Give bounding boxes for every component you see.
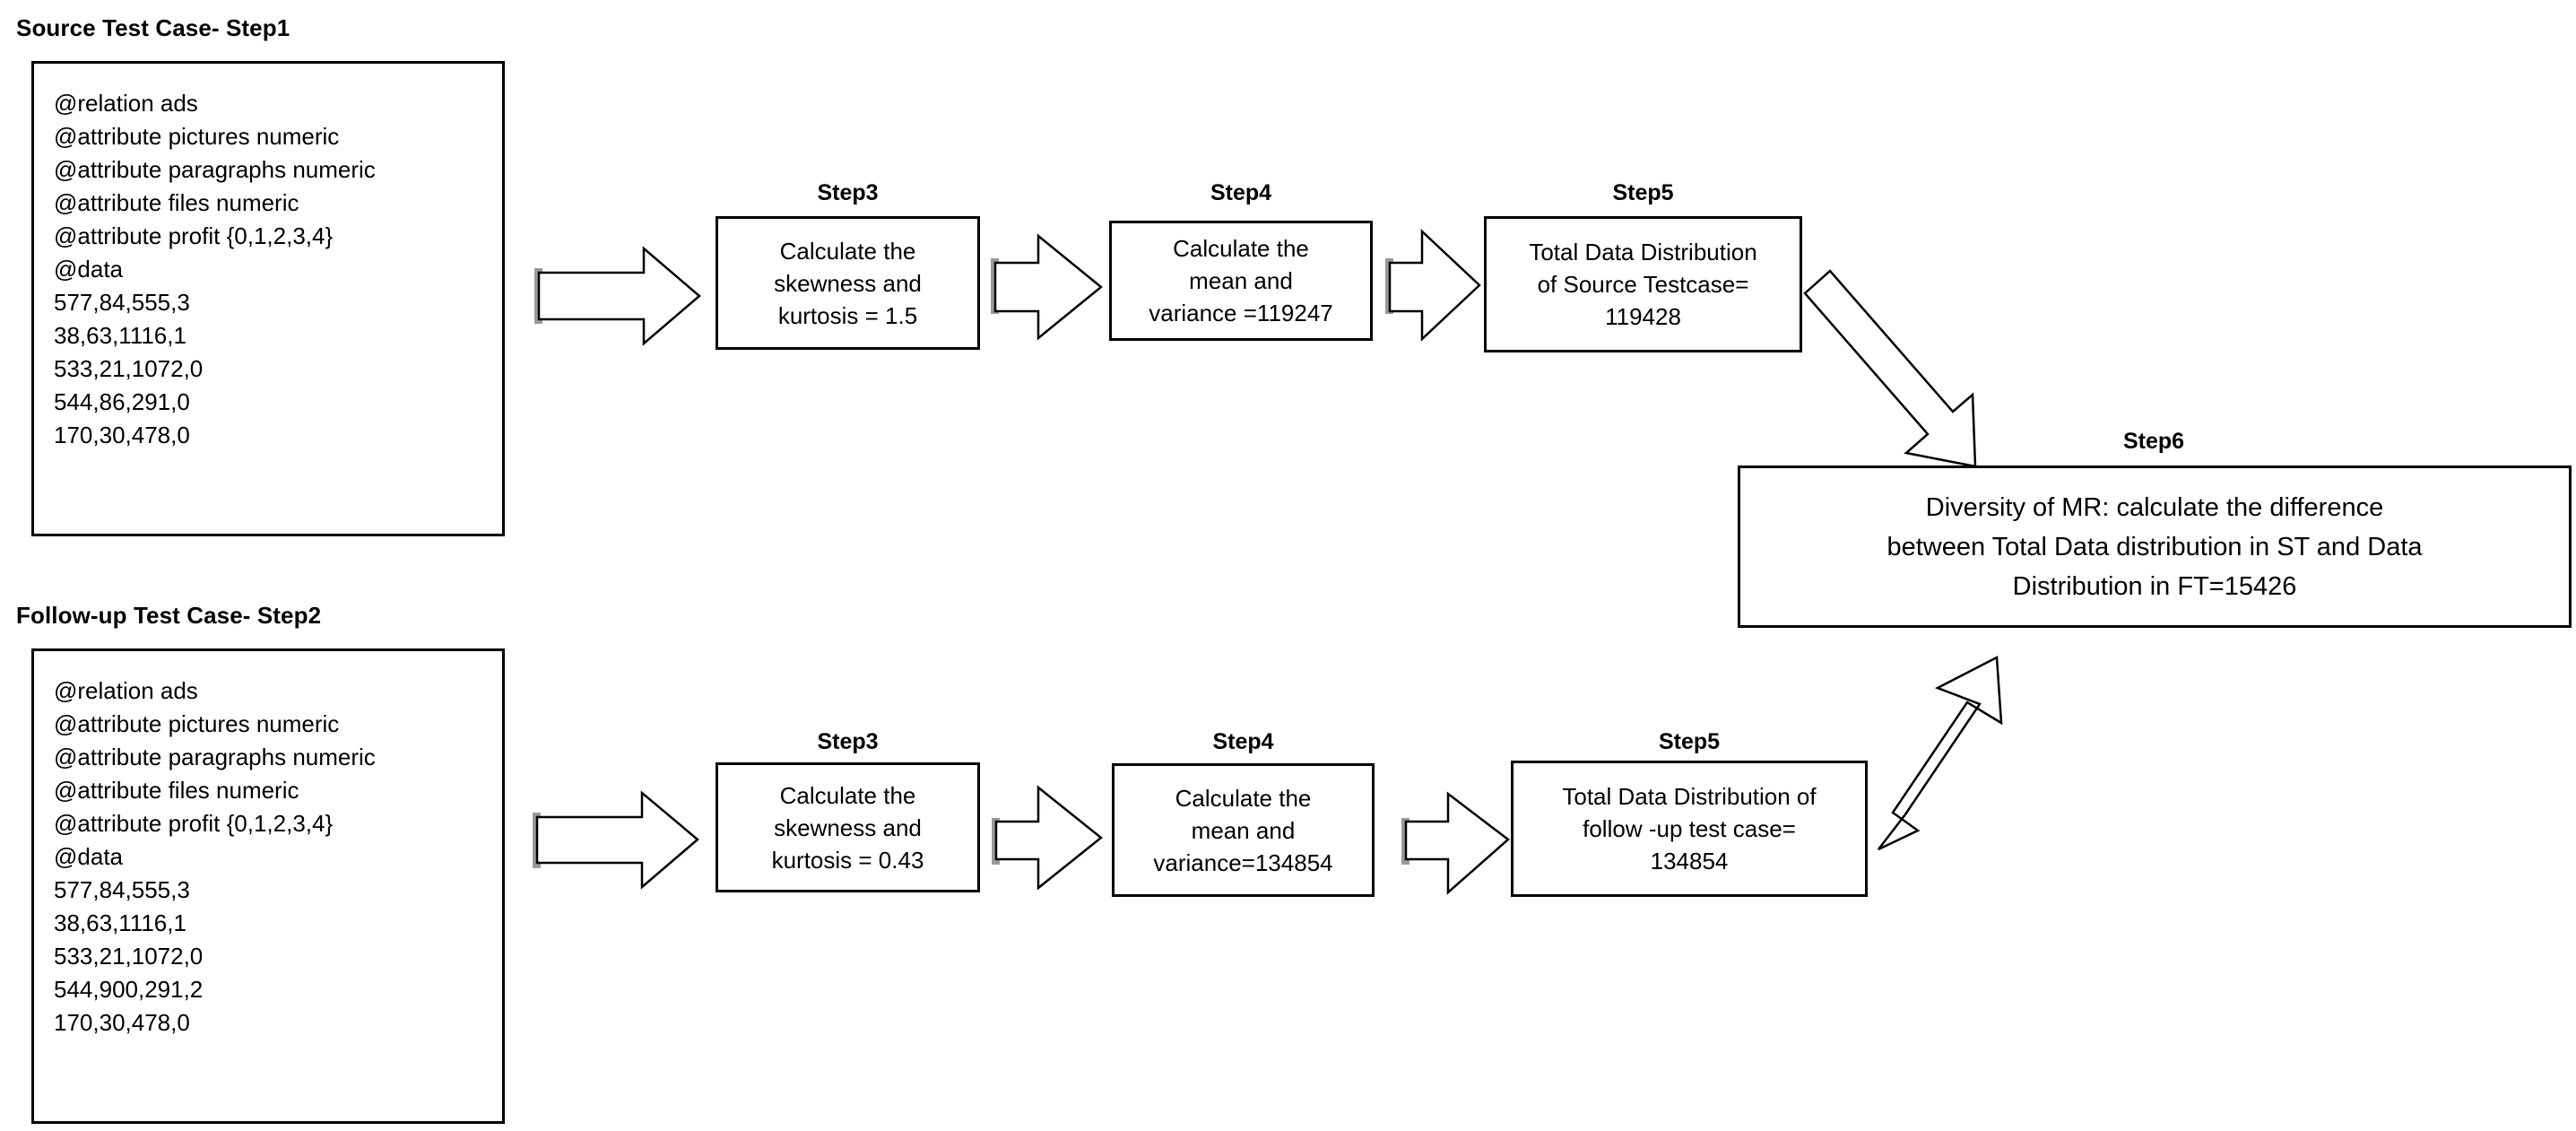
source-test-case-caption: Source Test Case- Step1 xyxy=(16,14,291,41)
step-body-line: variance =119247 xyxy=(1149,300,1333,326)
arff-line: @data xyxy=(54,256,123,283)
step-body-line: of Source Testcase= xyxy=(1537,271,1749,298)
step6-box: Diversity of MR: calculate the differenc… xyxy=(1738,465,2572,628)
step-body-line: Calculate the xyxy=(1173,235,1309,262)
arff-line: @attribute paragraphs numeric xyxy=(54,156,376,183)
top-step3-label: Step3 xyxy=(817,180,879,205)
step-body-line: mean and xyxy=(1191,816,1296,844)
step-body-line: Calculate the xyxy=(1175,784,1312,812)
step-body-line: skewness and xyxy=(774,813,922,841)
arff-line: @attribute profit {0,1,2,3,4} xyxy=(54,810,334,837)
arff-line: @attribute files numeric xyxy=(54,189,299,216)
top-step4-box: Calculate the mean and variance =119247 xyxy=(1109,221,1373,341)
arff-line: 38,63,1116,1 xyxy=(54,322,186,349)
step-body-line: kurtosis = 1.5 xyxy=(777,301,918,329)
arff-line: 533,21,1072,0 xyxy=(54,355,204,382)
bottom-step4-label: Step4 xyxy=(1212,729,1274,754)
step-body-line: Total Data Distribution of xyxy=(1562,783,1817,810)
followup-test-case-box: @relation ads @attribute pictures numeri… xyxy=(31,648,505,1124)
arrow-source-to-top-step3 xyxy=(534,246,701,346)
arff-line: @attribute paragraphs numeric xyxy=(54,744,376,770)
arff-line: @data xyxy=(54,843,123,870)
arff-line: @relation ads xyxy=(54,677,198,704)
bottom-step5-label: Step5 xyxy=(1658,729,1721,754)
arff-line: 38,63,1116,1 xyxy=(54,909,186,936)
step6-label: Step6 xyxy=(2122,429,2185,454)
arrow-followup-to-bottom-step3 xyxy=(533,790,699,890)
arff-line: @attribute pictures numeric xyxy=(54,710,340,737)
arff-line: @attribute profit {0,1,2,3,4} xyxy=(54,222,334,249)
arrow-top-step3-to-step4 xyxy=(991,233,1103,341)
arff-line: @relation ads xyxy=(54,90,198,117)
arff-line: 577,84,555,3 xyxy=(54,876,190,903)
step-body-line: variance=134854 xyxy=(1153,848,1333,876)
bottom-step3-box: Calculate the skewness and kurtosis = 0.… xyxy=(716,762,980,892)
step-body-line: follow -up test case= xyxy=(1583,815,1796,842)
arrow-bottom-step3-to-step4 xyxy=(992,785,1104,891)
step-body-line: Calculate the xyxy=(779,237,916,265)
top-step4-label: Step4 xyxy=(1210,180,1272,205)
step-body-line: mean and xyxy=(1189,267,1293,294)
step-body-line: 119428 xyxy=(1605,303,1681,330)
arrow-bottom-step4-to-step5 xyxy=(1401,791,1510,895)
step-body-line: between Total Data distribution in ST an… xyxy=(1886,532,2423,561)
step-body-line: Distribution in FT=15426 xyxy=(2012,571,2297,601)
arff-line: @attribute pictures numeric xyxy=(54,123,340,150)
arrow-top-step4-to-step5 xyxy=(1385,229,1481,342)
step-body-line: kurtosis = 0.43 xyxy=(771,846,924,874)
arff-line: 544,900,291,2 xyxy=(54,976,204,1003)
step-body-line: 134854 xyxy=(1650,848,1729,874)
arrow-bottom-step5-to-step6 xyxy=(1878,656,2003,851)
top-step5-label: Step5 xyxy=(1612,180,1674,205)
bottom-step4-box: Calculate the mean and variance=134854 xyxy=(1112,763,1375,897)
top-step5-box: Total Data Distribution of Source Testca… xyxy=(1484,216,1802,352)
source-test-case-box: @relation ads @attribute pictures numeri… xyxy=(31,61,505,536)
top-step3-box: Calculate the skewness and kurtosis = 1.… xyxy=(716,216,980,350)
arff-line: @attribute files numeric xyxy=(54,777,299,804)
bottom-step5-box: Total Data Distribution of follow -up te… xyxy=(1511,761,1868,897)
step-body-line: Total Data Distribution xyxy=(1529,239,1757,265)
arrow-top-step5-to-step6 xyxy=(1803,269,1977,468)
bottom-step3-label: Step3 xyxy=(817,729,879,754)
step-body-line: Calculate the xyxy=(779,781,916,809)
followup-test-case-caption: Follow-up Test Case- Step2 xyxy=(16,602,322,629)
step-body-line: skewness and xyxy=(774,269,922,297)
arff-line: 533,21,1072,0 xyxy=(54,943,204,970)
arff-line: 544,86,291,0 xyxy=(54,388,190,415)
arff-line: 170,30,478,0 xyxy=(54,422,190,448)
step-body-line: Diversity of MR: calculate the differenc… xyxy=(1925,492,2384,522)
arff-line: 170,30,478,0 xyxy=(54,1009,190,1036)
arff-line: 577,84,555,3 xyxy=(54,289,190,316)
